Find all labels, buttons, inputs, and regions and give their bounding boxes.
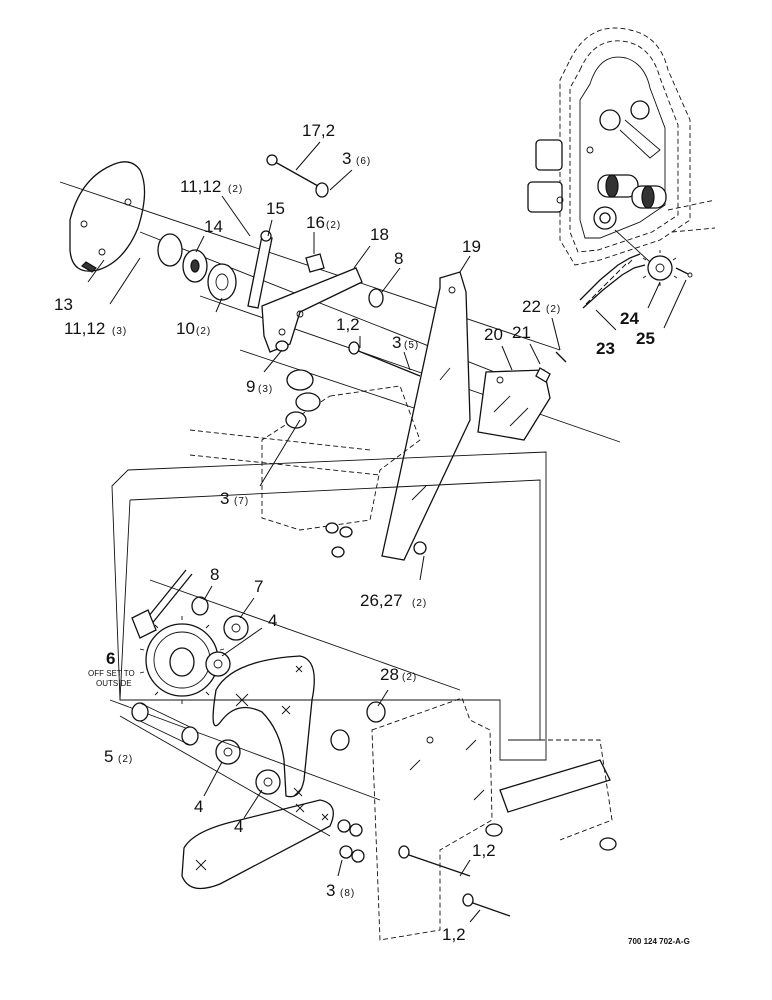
callout-21: 21 [512,323,531,342]
callout-1-2-lower-a: 1,2 [472,841,496,860]
callout-14: 14 [204,217,223,236]
large-sprocket [139,616,225,704]
callout-10-qty: (2) [196,326,211,337]
washer-stack-3-lower [337,819,365,863]
callout-5: 5 [104,747,113,766]
drive-chain-23 [579,253,646,309]
callout-1-2-lower-b: 1,2 [442,925,466,944]
callout-4-middle: 4 [194,797,203,816]
spacer-5 [131,702,199,746]
chain-loop-lower [181,787,334,890]
callout-13: 13 [54,295,73,314]
crossbar [485,739,617,851]
bolt-1-2-upper [348,341,421,377]
callout-1-2-upper: 1,2 [336,315,360,334]
callout-10: 10 [176,319,195,338]
callout-18: 18 [370,225,389,244]
nut-21 [535,367,551,383]
bushing-28 [330,701,386,751]
key-25 [675,267,693,278]
callout-6-note-line1: OFF SET TO [88,669,135,678]
callout-17-2: 17,2 [302,121,335,140]
disc-13 [69,161,146,273]
sprocket-7 [223,615,249,641]
callout-3-bottom-qty: (8) [340,888,355,899]
callout-3-mid-qty: (5) [404,340,419,351]
callout-19: 19 [462,237,481,256]
callout-5-qty: (2) [118,754,133,765]
middle-plate-assembly [189,369,427,558]
callout-4-upper: 4 [268,611,277,630]
chain-loop-upper [212,655,315,798]
pad-16 [305,253,325,273]
sprocket-24 [642,250,678,286]
sprocket-4-upper [205,651,231,677]
gearbox-assembly [527,27,716,266]
callout-26-27-qty: (2) [412,598,427,609]
bracket-20 [477,369,551,441]
bolt-1-2-lower-a [398,845,471,877]
callout-26-27: 26,27 [360,591,403,610]
callout-3-lower-left: 3 [220,489,229,508]
bolt-22 [555,351,567,363]
callout-4-lower: 4 [234,817,243,836]
callout-11-12-lower-qty: (3) [112,326,127,337]
callout-3-mid: 3 [392,333,401,352]
lever-6 [131,569,193,639]
bolt-17 [266,154,329,198]
bracket-18 [261,267,363,353]
callout-20: 20 [484,325,503,344]
callout-6-note-line2: OUTSIDE [96,679,132,688]
callout-28: 28 [380,665,399,684]
leader-lines [87,141,687,923]
callout-7: 7 [254,577,263,596]
bolt-1-2-lower-b [462,893,511,917]
drawing-reference-number: 700 124 702-A-G [628,937,690,946]
sprocket-4-lower [255,769,281,795]
callout-23: 23 [596,339,615,358]
callout-3-bottom: 3 [326,881,335,900]
callout-3-upper: 3 [342,149,351,168]
callout-28-qty: (2) [402,672,417,683]
callout-11-12-upper-qty: (2) [228,184,243,195]
hex-nut-9 [275,340,289,352]
callout-25: 25 [636,329,655,348]
bearing-10 [207,263,237,301]
callout-8-upper: 8 [394,249,403,268]
callout-22-qty: (2) [546,304,561,315]
callout-6: 6 [106,649,115,668]
plate-19 [381,271,471,561]
callout-11-12-lower: 11,12 [64,319,105,338]
callout-22: 22 [522,297,541,316]
washer-14-assembly [157,233,208,283]
callout-24: 24 [620,309,639,328]
callout-8-lower: 8 [210,565,219,584]
callout-9: 9 [246,377,255,396]
callout-3-upper-qty: (6) [356,156,371,167]
bushing-8-lower [191,596,209,616]
callout-9-qty: (3) [258,384,273,395]
shaft-axis-lower [109,579,461,837]
callout-15: 15 [266,199,285,218]
mount-plate-lower [371,697,493,941]
frame-outline [111,451,547,761]
callout-16: 16 [306,213,325,232]
callout-3-lower-left-qty: (7) [234,496,249,507]
lever-15 [247,230,273,309]
callout-16-qty: (2) [326,220,341,231]
bushing-8-upper [368,288,384,308]
callout-11-12-upper: 11,12 [180,177,221,196]
